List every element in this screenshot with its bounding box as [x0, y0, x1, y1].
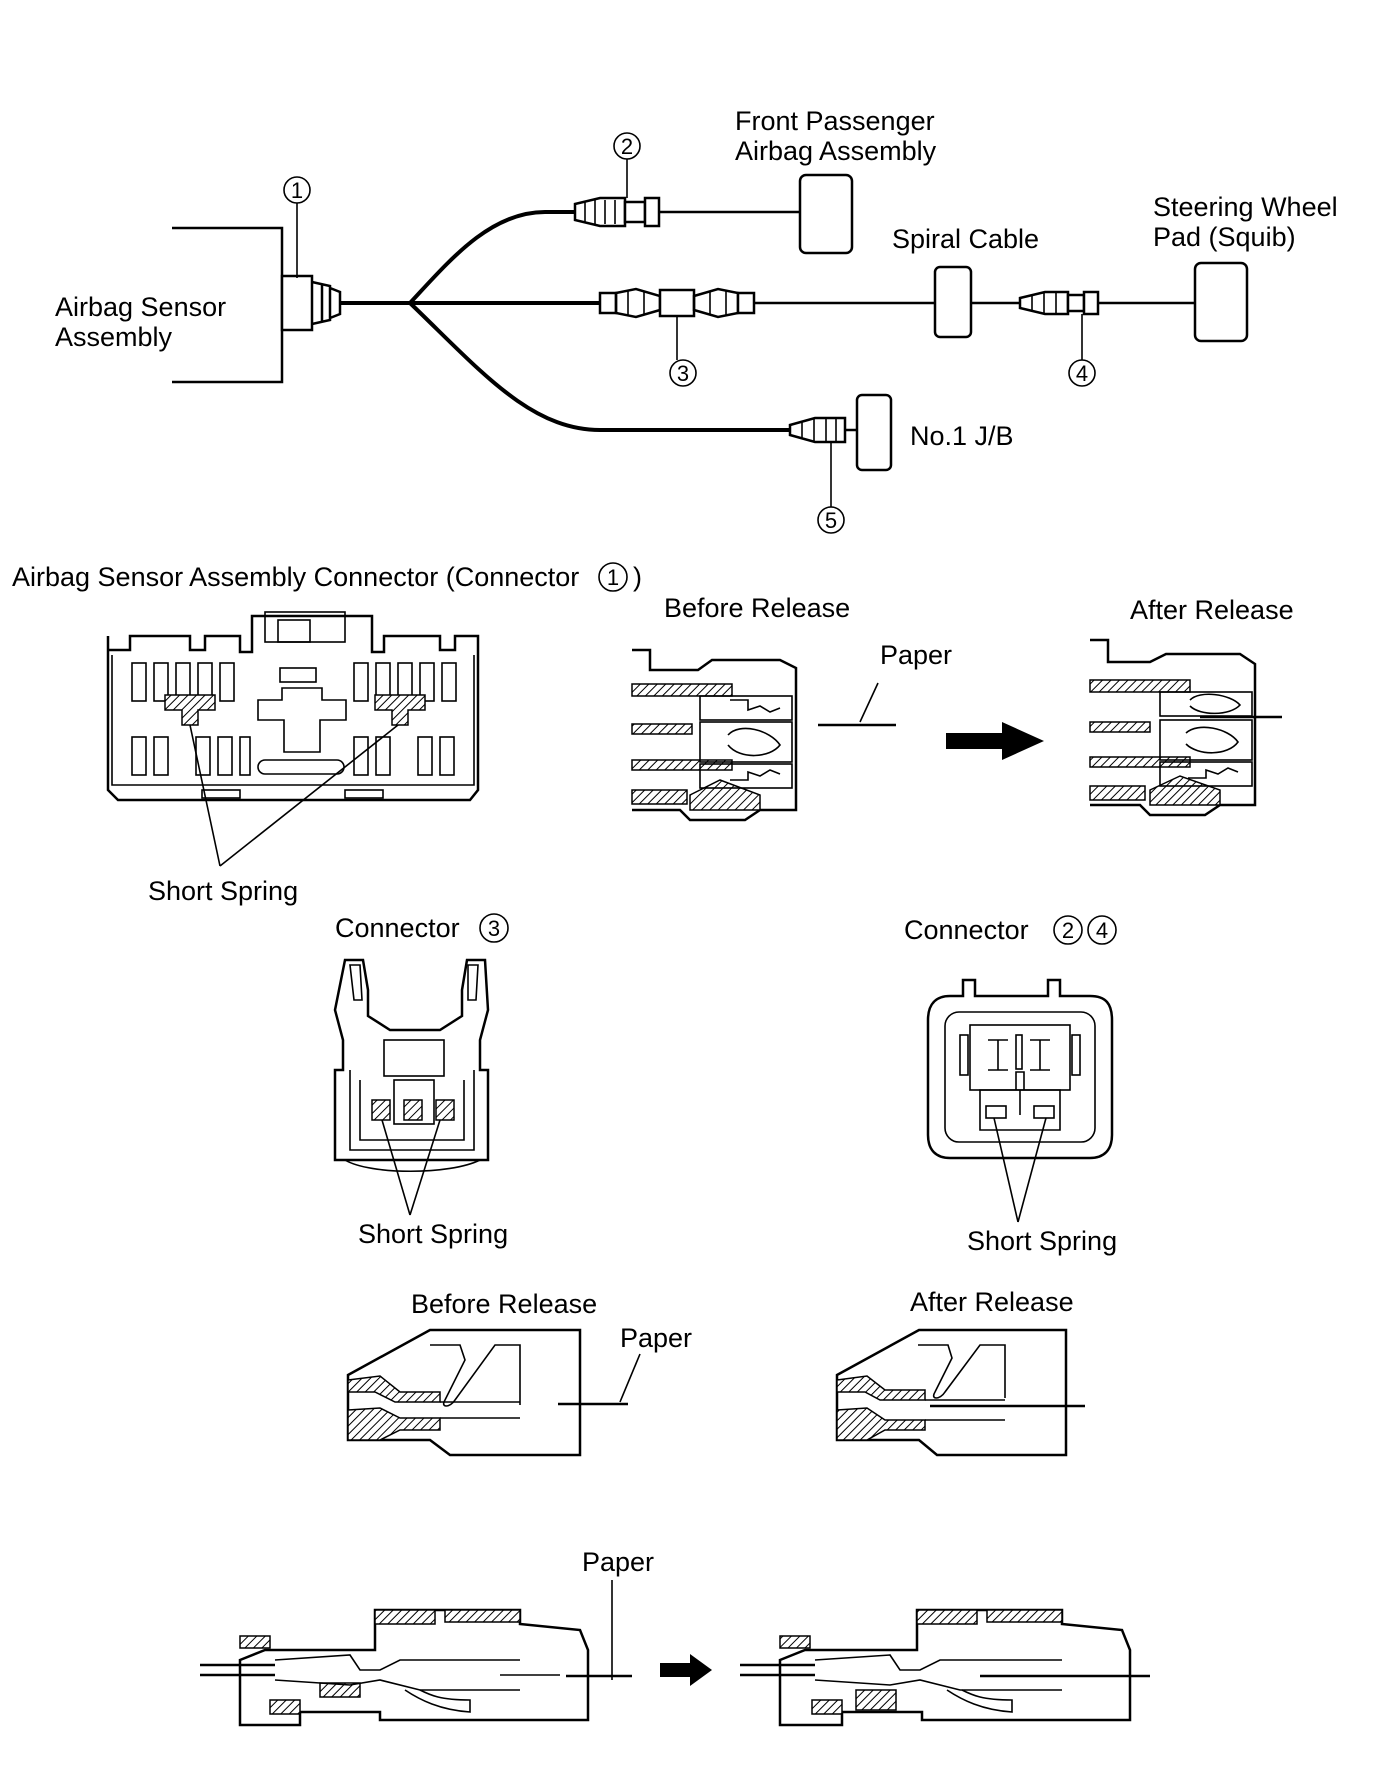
section1-title-number: 1	[607, 565, 619, 590]
connector24-label: Connector	[904, 915, 1029, 945]
callout-number-3: 3	[677, 361, 689, 386]
section-release-2: Before Release Paper After Release	[346, 1287, 1085, 1457]
section-airbag-sensor-connector: Airbag Sensor Assembly Connector (Connec…	[12, 562, 1294, 906]
connector24-short-spring-label: Short Spring	[967, 1226, 1117, 1256]
section1-paper-leader	[859, 682, 879, 723]
jb-label: No.1 J/B	[910, 421, 1014, 451]
spiral-cable-box	[933, 265, 973, 339]
connector-1-boot	[311, 280, 342, 326]
connector-4-body	[1018, 290, 1100, 316]
jb-box	[855, 393, 893, 472]
sensor-connector-face	[106, 611, 480, 802]
callout-circle-3	[669, 359, 697, 387]
section1-before-release-label: Before Release	[664, 593, 850, 623]
section-release-3: Paper	[200, 1547, 1150, 1727]
connector3-label-number: 3	[488, 916, 500, 941]
section4-after-drawing	[740, 1608, 1132, 1727]
section-connector-3-and-2-4: Connector 3 Short Spring Connector 2 4	[333, 913, 1117, 1256]
connector3-spring-right	[435, 1099, 455, 1121]
section3-paper-leader	[619, 1353, 641, 1403]
section1-arrow	[946, 722, 1044, 760]
airbag-sensor-label-line2: Assembly	[55, 322, 173, 352]
connector3-spring-left	[371, 1099, 391, 1121]
front-passenger-label-line1: Front Passenger	[735, 106, 935, 136]
section1-title-circle	[598, 562, 628, 592]
section1-after-release-drawing	[1089, 638, 1257, 817]
connector-1-housing	[280, 274, 314, 332]
wiring-overview: Airbag Sensor Assembly 1 Front Passenger…	[55, 106, 1338, 534]
callout-number-1: 1	[291, 178, 303, 203]
connector3-label: Connector	[335, 913, 460, 943]
connector24-drawing	[926, 978, 1114, 1160]
section3-before-release-label: Before Release	[411, 1289, 597, 1319]
connector3-drawing	[333, 958, 490, 1173]
section1-paper-label: Paper	[880, 640, 952, 670]
section1-before-release-drawing	[631, 648, 798, 822]
callout-number-5: 5	[825, 508, 837, 533]
steering-wheel-label-line1: Steering Wheel	[1153, 192, 1338, 222]
connector3-label-circle	[479, 913, 509, 943]
connector3-spring-leader-left	[381, 1119, 411, 1216]
section4-arrow	[660, 1654, 712, 1686]
connector3-short-spring-label: Short Spring	[358, 1219, 508, 1249]
short-spring-right	[374, 694, 426, 726]
front-passenger-airbag-box	[798, 173, 854, 255]
harness-branch-passenger	[408, 210, 575, 305]
front-passenger-label-line2: Airbag Assembly	[735, 136, 937, 166]
short-spring-leader-left	[189, 724, 221, 867]
connector24-spring-leader-left	[993, 1117, 1019, 1223]
callout-number-2: 2	[621, 134, 633, 159]
steering-wheel-pad-box	[1193, 261, 1249, 343]
connector3-spring-mid	[403, 1099, 423, 1121]
section3-paper-label: Paper	[620, 1323, 692, 1353]
section1-short-spring-label: Short Spring	[148, 876, 298, 906]
section4-paper-label: Paper	[582, 1547, 654, 1577]
connector24-label-number-a: 2	[1062, 918, 1074, 943]
connector3-spring-leader-right	[409, 1119, 441, 1216]
section1-title-end: )	[633, 562, 642, 592]
callout-number-4: 4	[1076, 361, 1088, 386]
connector-2-body	[573, 196, 661, 228]
section1-title: Airbag Sensor Assembly Connector (Connec…	[12, 562, 579, 592]
section3-after-release-drawing	[835, 1328, 1068, 1457]
connector-3-body	[598, 287, 756, 319]
steering-wheel-label-line2: Pad (Squib)	[1153, 222, 1296, 252]
section1-after-release-label: After Release	[1130, 595, 1294, 625]
harness-branch-jb	[408, 301, 790, 432]
airbag-sensor-label-line1: Airbag Sensor	[55, 292, 226, 322]
spiral-cable-label: Spiral Cable	[892, 224, 1039, 254]
short-spring-leader-right	[219, 724, 399, 867]
connector-5-body	[788, 416, 847, 444]
connector24-label-number-b: 4	[1096, 918, 1108, 943]
short-spring-left	[164, 694, 216, 726]
connector24-label-circle-a	[1053, 915, 1083, 945]
section3-after-release-label: After Release	[910, 1287, 1074, 1317]
connector24-spring-leader-right	[1017, 1117, 1047, 1223]
connector24-label-circle-b	[1087, 915, 1117, 945]
section3-before-release-drawing	[346, 1328, 582, 1457]
section4-before-drawing	[200, 1608, 590, 1727]
